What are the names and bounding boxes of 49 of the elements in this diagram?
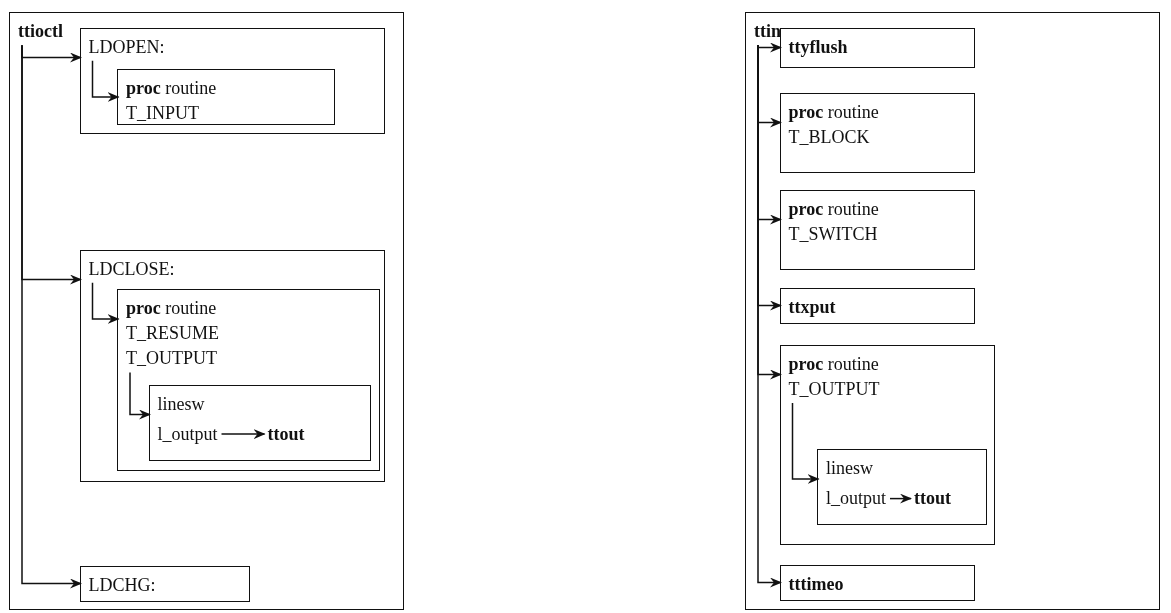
routine-box: [779, 27, 975, 68]
arrow: [91, 281, 120, 324]
routine-label: LDCLOSE:: [88, 257, 175, 281]
routine-box: [779, 189, 975, 270]
arrow: [220, 429, 266, 440]
routine-box: [779, 92, 975, 173]
routine-label: proc routine: [788, 197, 879, 221]
routine-label: proc routine: [126, 77, 217, 100]
routine-label: LDCHG:: [88, 573, 156, 597]
routine-label: ttxput: [788, 295, 836, 319]
routine-label: T_BLOCK: [788, 125, 870, 149]
routine-label: linesw: [157, 392, 205, 416]
routine-box: [117, 289, 380, 471]
routine-name: ttout: [267, 421, 305, 447]
routine-box: [79, 27, 385, 134]
routine-box: [779, 287, 975, 324]
routine-label: linesw: [826, 457, 873, 480]
routine-label: T_OUTPUT: [126, 347, 217, 371]
arrow: [757, 44, 782, 588]
routine-name: l_output: [826, 486, 886, 512]
routine-box: [745, 12, 1160, 610]
routine-box: [779, 344, 995, 545]
arrow: [791, 402, 820, 484]
routine-name: l_output: [157, 421, 218, 447]
routine-label: tttimeo: [788, 572, 844, 596]
routine-label: proc routine: [126, 297, 217, 320]
routine-label: ttyflush: [788, 35, 848, 59]
routine-box: [79, 565, 250, 602]
routine-box: [148, 384, 371, 461]
routine-label: ttioctl: [18, 20, 63, 43]
routine-label: T_RESUME: [126, 322, 219, 346]
arrow: [889, 493, 912, 504]
routine-label: T_INPUT: [126, 102, 199, 126]
routine-box: [779, 564, 975, 601]
routine-label: proc routine: [788, 352, 879, 376]
routine-label: LDOPEN:: [88, 35, 165, 59]
routine-box: [817, 449, 987, 525]
routine-box: [117, 69, 335, 125]
routine-box: [79, 249, 385, 482]
routine-label: proc routine: [788, 100, 879, 124]
arrow: [21, 44, 82, 589]
routine-name: ttout: [914, 486, 951, 512]
routine-label: T_SWITCH: [788, 222, 878, 246]
routine-label: T_OUTPUT: [788, 377, 880, 401]
arrow: [91, 59, 120, 102]
arrow: [757, 42, 782, 53]
routine-label: ttin: [754, 20, 781, 43]
arrow: [129, 371, 151, 420]
routine-box: [9, 12, 404, 610]
